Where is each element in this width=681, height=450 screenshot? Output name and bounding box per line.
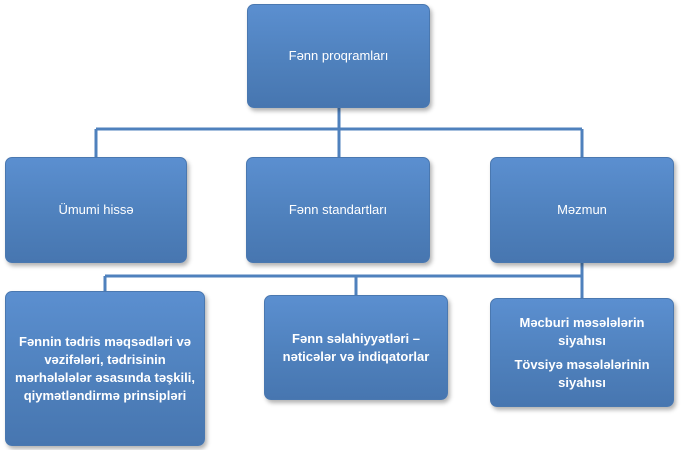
node-meseleler-siyahisi: Məcburi məsələlərin siyahısı Tövsiyə məs…: [490, 298, 674, 407]
node-tedris-meqsedleri: Fənnin tədris məqsədləri və vəzifələri, …: [5, 291, 205, 446]
node-label: Ümumi hissə: [58, 202, 134, 217]
node-label: Məzmun: [557, 202, 607, 217]
node-label: Fənn standartları: [288, 202, 388, 217]
node-fenn-standartlari: Fənn standartları: [246, 157, 430, 263]
node-fenn-proqramlari: Fənn proqramları: [247, 4, 430, 108]
node-label-tovsiye: Tövsiyə məsələlərinin siyahısı: [514, 356, 650, 390]
node-umumi-hisse: Ümumi hissə: [5, 157, 187, 263]
node-fenn-selahiyyetleri: Fənn səlahiyyətləri – nəticələr və indiq…: [264, 295, 448, 400]
node-label: Fənnin tədris məqsədləri və vəzifələri, …: [15, 333, 195, 403]
node-mezmun: Məzmun: [490, 157, 674, 263]
node-label: Fənn səlahiyyətləri – nəticələr və indiq…: [282, 330, 430, 364]
node-label-mecburi: Məcburi məsələlərin siyahısı: [519, 314, 645, 348]
node-label: Fənn proqramları: [288, 48, 389, 63]
